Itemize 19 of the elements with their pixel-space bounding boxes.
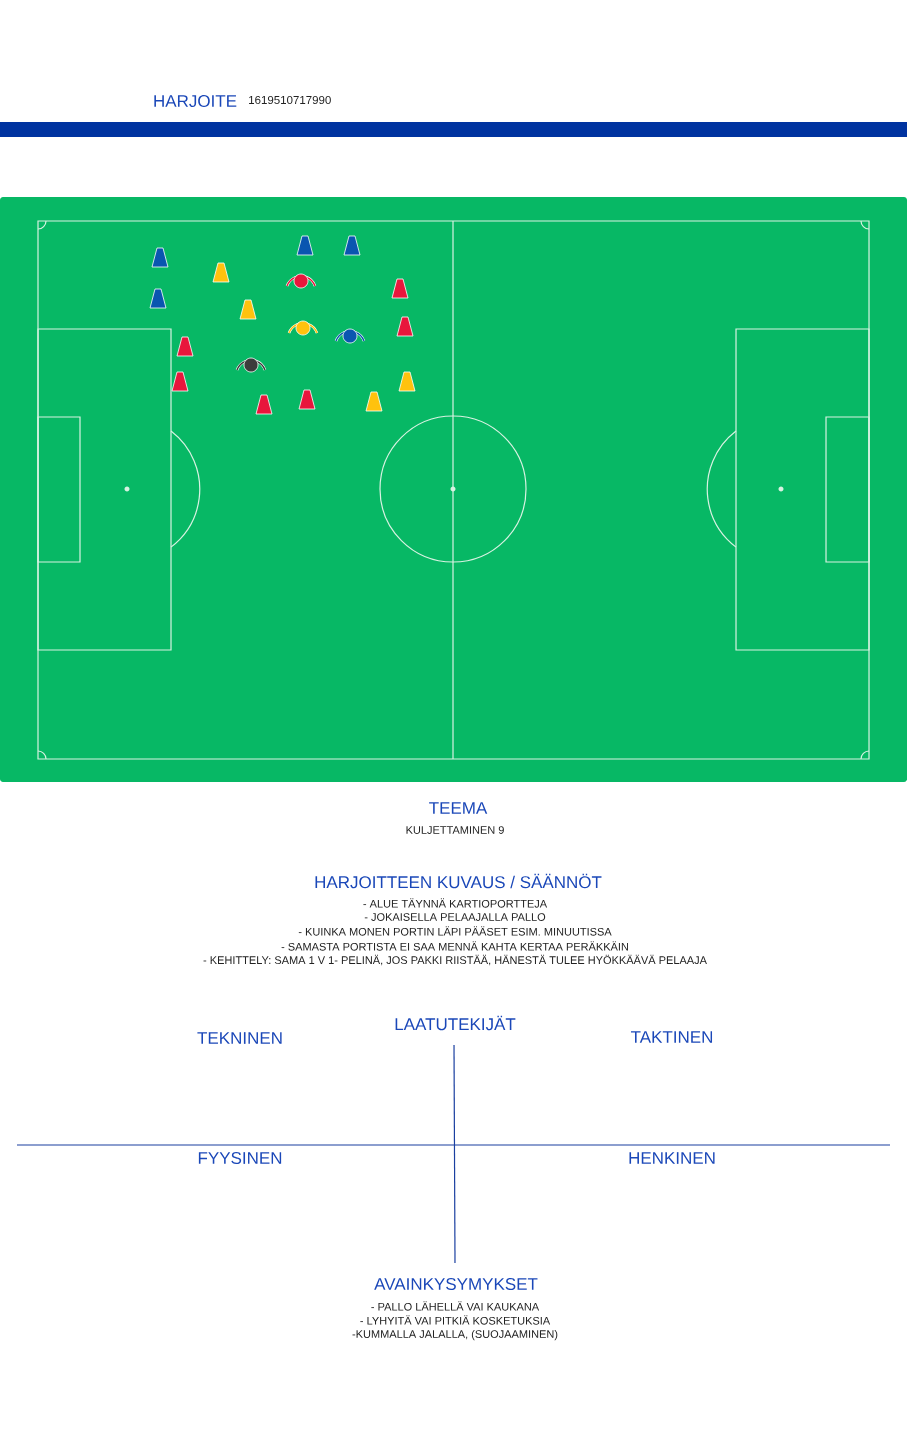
body-text: - SAMASTA PORTISTA EI SAA MENNÄ KAHTA KERTAA PERÄKKÄIN (281, 941, 628, 951)
body-text: -KUMMALLA JALALLA, (SUOJAAMINEN) (352, 1329, 558, 1341)
heading: AVAINKYSYMYKSET (374, 1278, 538, 1291)
body-text: - KEHITTELY: SAMA 1 V 1- PELINÄ, JOS PAKKI RIISTÄÄ, HÄNESTÄ TULEE HYÖKKÄÄVÄ PELAAJA (203, 954, 707, 966)
body-text: KULJETTAMINEN 9 (406, 826, 504, 834)
title: HARJOITE (154, 95, 237, 107)
heading: LAATUTEKIJÄT (395, 1015, 516, 1031)
body-text: - PALLO LÄHELLÄ VAI KAUKANA (371, 1301, 540, 1311)
heading: HENKINEN (629, 1152, 715, 1164)
heading: HARJOITTEEN KUVAUS / SÄÄNNÖT (315, 873, 602, 889)
heading: TEEMA (429, 802, 488, 814)
heading: FYYSINEN (198, 1152, 282, 1165)
body-text: - ALUE TÄYNNÄ KARTIOPORTTEJA (363, 898, 548, 908)
heading: TAKTINEN (631, 1031, 713, 1043)
body-text: - LYHYITÄ VAI PITKIÄ KOSKETUKSIA (360, 1315, 551, 1325)
exercise-number: 1619510717990 (249, 95, 331, 105)
body-text: - JOKAISELLA PELAAJALLA PALLO (364, 913, 546, 921)
body-text: - KUINKA MONEN PORTIN LÄPI PÄÄSET ESIM. MINUUTISSA (298, 926, 612, 936)
heading: TEKNINEN (197, 1032, 282, 1044)
